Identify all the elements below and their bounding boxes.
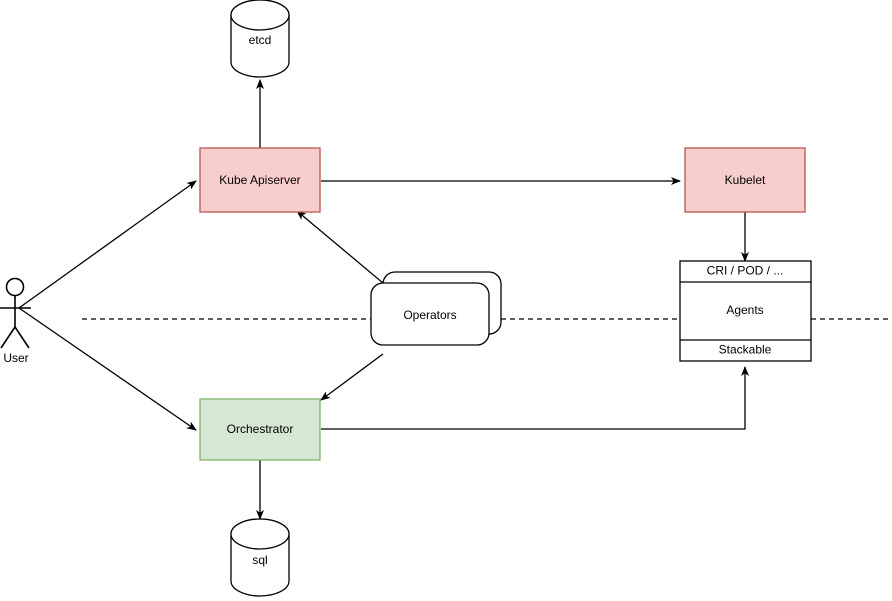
edge-operators-to-kube-apiserver xyxy=(296,210,384,284)
node-operators[interactable]: Operators xyxy=(370,271,502,346)
edge-orchestrator-to-stackable xyxy=(321,366,749,430)
operators-front-card xyxy=(370,282,490,346)
actor-leg-right-icon xyxy=(14,326,30,349)
node-kubelet[interactable]: Kubelet xyxy=(684,147,806,213)
node-user[interactable]: User xyxy=(0,277,31,366)
actor-head-icon xyxy=(5,277,25,297)
node-user-label: User xyxy=(3,351,28,365)
node-kube-apiserver[interactable]: Kube Apiserver xyxy=(199,147,321,213)
node-agents[interactable]: CRI / POD / ... Agents Stackable xyxy=(679,260,812,362)
edge-user-to-orchestrator xyxy=(18,307,197,431)
node-sql[interactable]: sql xyxy=(230,518,290,597)
node-orchestrator[interactable]: Orchestrator xyxy=(199,398,321,461)
edge-operators-to-orchestrator xyxy=(320,353,384,401)
node-etcd[interactable]: etcd xyxy=(230,0,290,78)
actor-leg-left-icon xyxy=(0,326,16,349)
edge-user-to-kube-apiserver xyxy=(18,180,197,309)
